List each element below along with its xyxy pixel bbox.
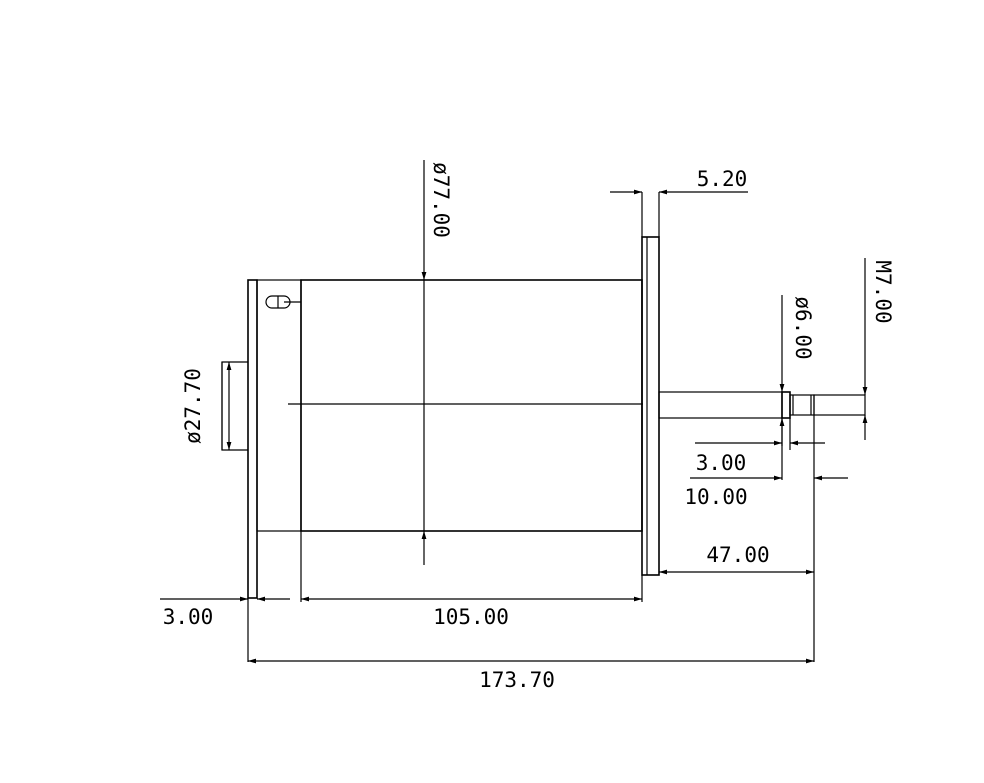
dim-flange-thickness: 5.20 [610, 167, 748, 237]
dim-body-length: 105.00 [300, 531, 643, 629]
motor-body [300, 279, 643, 532]
dim-overall-length: 173.70 [248, 658, 814, 692]
label-body-length: 105.00 [433, 605, 509, 629]
rear-end-cap [256, 279, 302, 532]
dim-rear-cap: 3.00 [160, 596, 290, 662]
shaft-collar [781, 391, 791, 419]
motor-outline [221, 236, 866, 599]
label-body-diameter: ø77.00 [429, 162, 453, 238]
label-thread-length: 10.00 [684, 485, 747, 509]
dim-thread-size: M7.00 [862, 258, 895, 440]
dim-boss-diameter: ø27.70 [181, 362, 232, 450]
dim-body-diameter: ø77.00 [421, 160, 453, 565]
label-shaft-length: 47.00 [706, 543, 769, 567]
label-rear-cap: 3.00 [163, 605, 214, 629]
rear-boss [221, 361, 248, 451]
dim-shaft-length: 47.00 [659, 480, 815, 662]
label-overall-length: 173.70 [479, 668, 555, 692]
front-flange [641, 236, 660, 576]
rear-cap-plate [247, 279, 258, 599]
label-boss-diameter: ø27.70 [181, 368, 205, 444]
dim-shaft-step: 3.00 [695, 418, 825, 475]
shaft-tip [813, 394, 866, 416]
dim-shaft-diameter: ø6.00 [779, 295, 815, 446]
label-flange-thickness: 5.20 [697, 167, 748, 191]
label-thread-size: M7.00 [871, 260, 895, 323]
dim-thread-length: 10.00 [684, 415, 848, 509]
label-shaft-step: 3.00 [696, 451, 747, 475]
label-shaft-diameter: ø6.00 [791, 296, 815, 359]
shaft [658, 391, 783, 419]
screw-detail [265, 295, 291, 309]
